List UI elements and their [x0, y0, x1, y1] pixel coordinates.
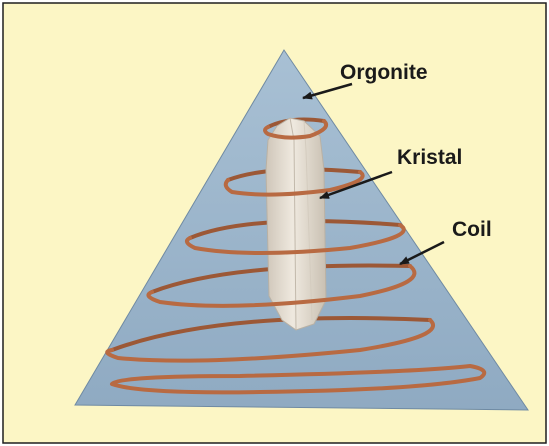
kristal-label: Kristal — [397, 146, 462, 169]
coil-label: Coil — [452, 218, 492, 241]
orgonite-label: Orgonite — [340, 61, 428, 84]
quartz-crystal-icon — [266, 118, 326, 330]
